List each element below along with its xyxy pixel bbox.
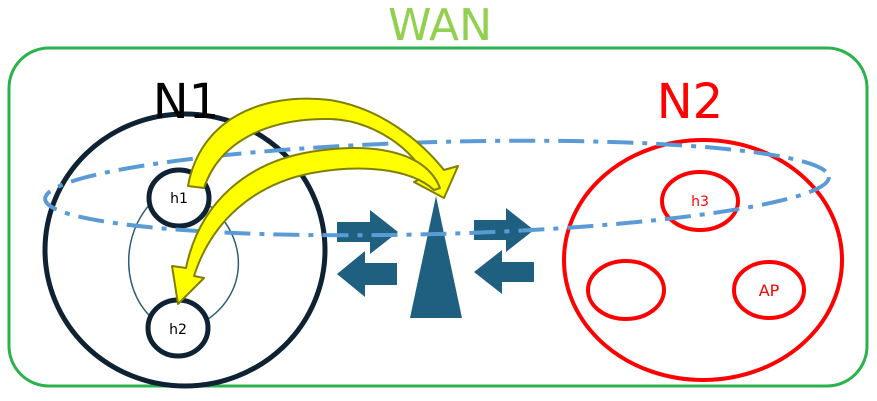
wan-label: WAN bbox=[388, 0, 492, 51]
n1-label: N1 bbox=[153, 74, 219, 130]
arrow-left-icon bbox=[337, 251, 397, 297]
router-triangle-icon bbox=[410, 196, 462, 318]
arrow-right-icon bbox=[337, 210, 398, 254]
dashed-group-ellipse bbox=[43, 138, 831, 238]
host-ap-circle bbox=[732, 260, 806, 320]
curved-arrow-router-to-h2 bbox=[171, 147, 441, 305]
curved-arrow-h1-to-router bbox=[187, 97, 459, 199]
host-ap-label: AP bbox=[759, 281, 780, 300]
arrow-left-icon bbox=[474, 250, 534, 294]
n1-network-ellipse bbox=[42, 111, 328, 389]
n2-label: N2 bbox=[657, 74, 723, 130]
arrow-right-icon bbox=[474, 208, 534, 252]
host-h3-circle bbox=[660, 170, 740, 232]
wan-boundary bbox=[7, 46, 869, 388]
host-h2-label: h2 bbox=[169, 322, 187, 338]
host-h3-label: h3 bbox=[691, 194, 709, 210]
n2-network-ellipse bbox=[562, 138, 844, 382]
h1-h2-link-left bbox=[127, 201, 159, 324]
host-h1-label: h1 bbox=[170, 191, 188, 207]
host-unlabeled-circle bbox=[586, 259, 666, 321]
